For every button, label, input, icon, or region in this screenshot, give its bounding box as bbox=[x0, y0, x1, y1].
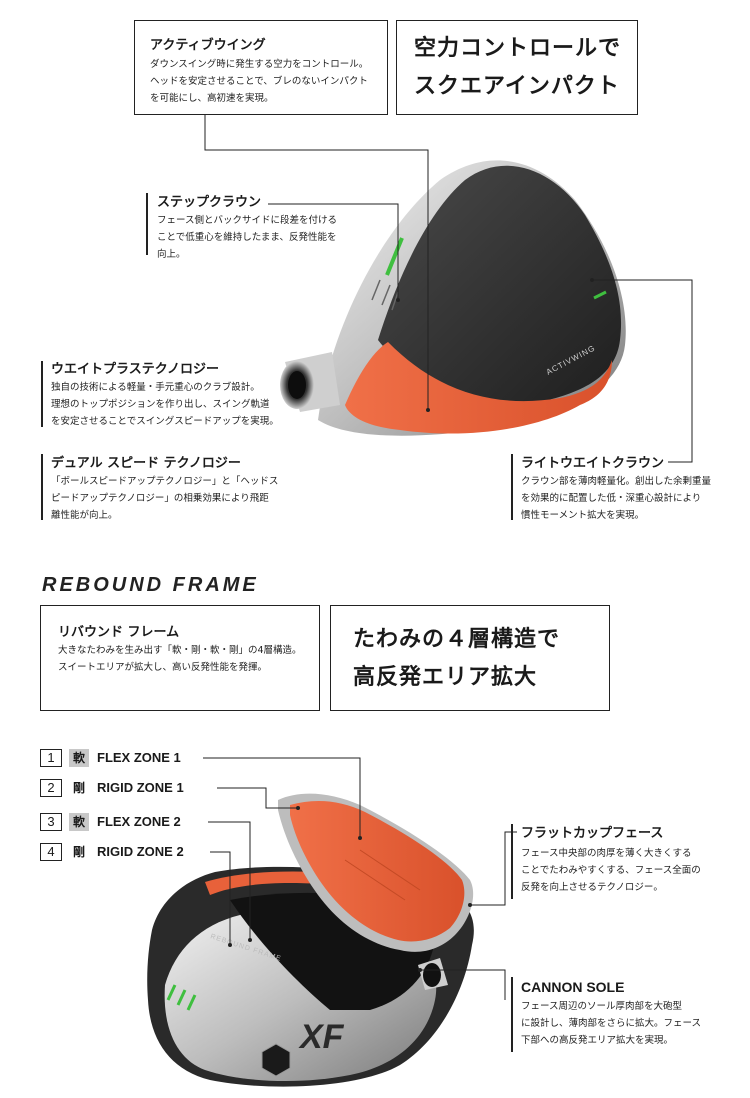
top-club-head: ACTIVWING bbox=[280, 160, 626, 436]
step-crown-title: ステップクラウン bbox=[157, 195, 262, 210]
zone-number: 1 bbox=[40, 749, 62, 767]
top-leader-lines bbox=[204, 115, 693, 463]
club-text-xf: XF bbox=[298, 1018, 345, 1056]
zone-label: FLEX ZONE 2 bbox=[97, 814, 181, 829]
club-crown bbox=[378, 165, 622, 406]
light-weight-crown-title: ライトウエイトクラウン bbox=[521, 456, 665, 471]
active-wing-desc: ダウンスイング時に発生する空力をコントロール。 ヘッドを安定させることで、ブレの… bbox=[150, 59, 369, 104]
zone-kanji: 軟 bbox=[69, 813, 89, 831]
weight-plus-desc: 独自の技術による軽量・手元重心のクラブ設計。 理想のトップポジションを作り出し、… bbox=[51, 382, 279, 427]
zone-number: 2 bbox=[40, 779, 62, 797]
flat-cup-face-desc: フェース中央部の肉厚を薄く大きくする ことでたわみやすくする、フェース全面の 反… bbox=[521, 848, 701, 893]
green-accent bbox=[385, 237, 404, 276]
cannon-sole-desc: フェース周辺のソール厚肉部を大砲型 に設計し、薄肉部をさらに拡大。フェース 下部… bbox=[521, 1001, 702, 1046]
rebound-frame-box: リバウンド フレーム 大きなたわみを生み出す「軟・剛・軟・剛」の4層構造。 スイ… bbox=[40, 605, 320, 711]
light-weight-crown-desc: クラウン部を薄肉軽量化。創出した余剰重量 を効果的に配置した低・深重心設計により… bbox=[521, 476, 712, 521]
zone-kanji: 剛 bbox=[72, 781, 85, 795]
active-wing-title: アクティブウイング bbox=[150, 38, 266, 53]
face-plate-orange bbox=[290, 800, 465, 942]
cannon-sole-title: CANNON SOLE bbox=[521, 979, 625, 995]
top-headline: 空力コントロールで スクエアインパクト bbox=[414, 36, 622, 99]
dual-speed-desc: 「ボールスピードアップテクノロジー」と「ヘッドス ピードアップテクノロジー」の相… bbox=[51, 476, 279, 521]
flat-cup-face-title: フラットカップフェース bbox=[521, 826, 664, 841]
rebound-section-title: REBOUND FRAME bbox=[42, 574, 259, 596]
rebound-frame-title: リバウンド フレーム bbox=[58, 625, 180, 640]
rebound-headline: たわみの４層構造で 高反発エリア拡大 bbox=[353, 627, 561, 690]
zone-kanji: 軟 bbox=[69, 749, 89, 767]
bottom-club-head: XF REBOUND FRAME bbox=[147, 793, 474, 1087]
zone-number: 3 bbox=[40, 813, 62, 831]
rebound-frame-desc: 大きなたわみを生み出す「軟・剛・軟・剛」の4層構造。 スイートエリアが拡大し、高… bbox=[58, 645, 302, 673]
rebound-headline-box: たわみの４層構造で 高反発エリア拡大 bbox=[330, 605, 610, 711]
hex-emblem bbox=[261, 1043, 291, 1077]
zone-label: RIGID ZONE 1 bbox=[97, 780, 184, 795]
zone-label: FLEX ZONE 1 bbox=[97, 750, 181, 765]
zone-number: 4 bbox=[40, 843, 62, 861]
active-wing-box: アクティブウイング ダウンスイング時に発生する空力をコントロール。 ヘッドを安定… bbox=[134, 20, 388, 115]
top-headline-box: 空力コントロールで スクエアインパクト bbox=[396, 20, 638, 115]
bottom-leader-lines bbox=[203, 757, 517, 1000]
step-crown-desc: フェース側とバックサイドに段差を付ける ことで低重心を維持したまま、反発性能を … bbox=[157, 215, 338, 260]
zone-kanji: 剛 bbox=[72, 845, 85, 859]
weight-plus-title: ウエイトプラステクノロジー bbox=[51, 362, 219, 377]
dual-speed-title: デュアル スピード テクノロジー bbox=[51, 456, 241, 471]
club-orange-band bbox=[345, 342, 612, 434]
zone-label: RIGID ZONE 2 bbox=[97, 844, 184, 859]
